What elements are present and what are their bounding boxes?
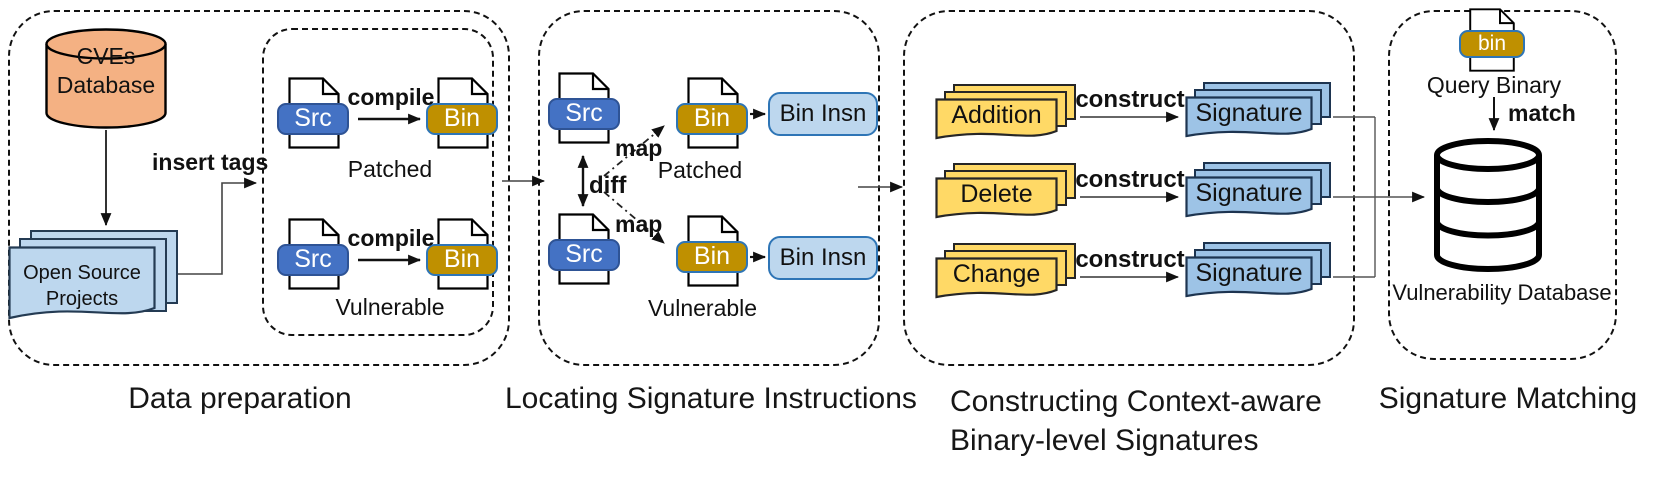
vulnerable-label: Vulnerable [335,294,445,320]
signature-label-3: Signature [1195,259,1303,287]
delete-label: Delete [960,180,1033,208]
insert-tags-label: insert tags [152,149,269,175]
bin-insn-box-vulnerable: Bin Insn [768,236,878,280]
cves-database-cylinder-icon [45,28,167,129]
stage3-caption-line1: Constructing Context-aware [950,385,1322,418]
stage1-caption: Data preparation [128,382,352,415]
stage1-panel [8,10,510,366]
vulnerability-database-label: Vulnerability Database [1392,280,1612,305]
projects-label: Open Source Projects [8,260,156,312]
stage2-caption: Locating Signature Instructions [505,382,917,415]
stage3-caption: Constructing Context-aware Binary-level … [950,382,1322,460]
stage3-caption-line2: Binary-level Signatures [950,424,1259,457]
stage1-compile-box [262,28,494,336]
query-binary-label: Query Binary [1426,72,1562,98]
delete-page-front [935,177,1058,219]
projects-label-line2: Projects [45,288,119,310]
bin-badge: Bin [676,241,748,273]
compile-label-patched: compile [347,84,435,110]
patched-label: Patched [347,156,433,182]
change-page-front [935,257,1058,299]
patched-label: Patched [657,157,743,183]
cves-database-label-line2: Database [56,72,156,98]
construct-label-3: construct [1075,246,1185,273]
stage4-caption: Signature Matching [1378,382,1638,415]
query-bin-badge: bin [1459,30,1525,58]
cves-database-label: CVEs Database [45,42,167,100]
cves-database-label-line1: CVEs [76,43,136,69]
src-badge: Src [277,244,349,276]
map-label-bottom: map [615,211,663,237]
signature-label-1: Signature [1195,99,1303,127]
vulnerability-database-cylinder-icon [1434,138,1542,272]
src-badge: Src [277,103,349,135]
addition-page-front [935,98,1058,140]
signature2-page-front [1185,176,1313,218]
compile-label-vulnerable: compile [347,225,435,251]
vulnerable-label: Vulnerable [647,295,758,321]
construct-label-2: construct [1075,166,1185,193]
stage2-panel [538,10,880,366]
bin-badge: Bin [426,244,498,276]
src-badge: Src [548,239,620,271]
change-label: Change [952,260,1041,288]
bin-badge: Bin [676,103,748,135]
projects-page-front [8,246,156,320]
bin-badge: Bin [426,103,498,135]
diff-label: diff [589,172,627,199]
signature1-page-front [1185,96,1313,138]
signature-label-2: Signature [1195,179,1303,207]
src-badge: Src [548,98,620,130]
match-label: match [1508,100,1576,126]
projects-label-line1: Open Source [23,262,141,284]
bin-insn-box-patched: Bin Insn [768,92,878,136]
stage3-panel [903,10,1355,366]
signature3-page-front [1185,256,1313,298]
construct-label-1: construct [1075,86,1185,113]
addition-label: Addition [951,101,1042,129]
